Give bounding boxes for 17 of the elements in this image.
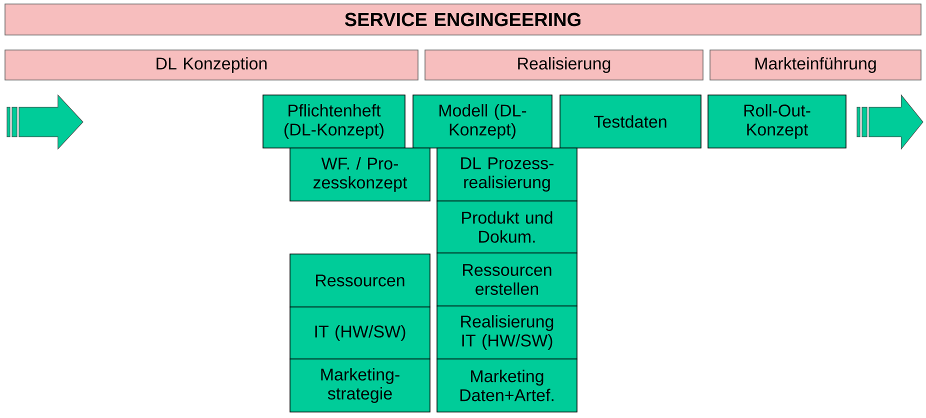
process-box: Produkt und Dokum. (436, 200, 578, 254)
phase-band: Markteinführung (710, 50, 922, 80)
process-box: DL Prozess- realisierung (436, 148, 578, 202)
process-box: Modell (DL-Konzept) (412, 94, 552, 148)
process-box: IT (HW/SW) (290, 306, 430, 360)
process-box: Marketing Daten+Artef. (436, 358, 578, 412)
process-box: WF. / Pro- zesskonzept (290, 148, 430, 202)
process-box: Ressourcen erstellen (436, 252, 578, 306)
phase-band: Realisierung (424, 50, 704, 80)
title-band: SERVICE ENGINGEERING (4, 4, 922, 36)
phase-band: DL Konzeption (4, 50, 418, 80)
process-box: Realisierung IT (HW/SW) (436, 306, 578, 360)
process-box: Ressourcen (290, 254, 430, 308)
process-box: Pflichtenheft (DL-Konzept) (262, 94, 406, 148)
process-box: Testdaten (560, 94, 702, 148)
process-box: Roll-Out- Konzept (708, 94, 846, 148)
process-box: Marketing- strategie (290, 358, 430, 412)
